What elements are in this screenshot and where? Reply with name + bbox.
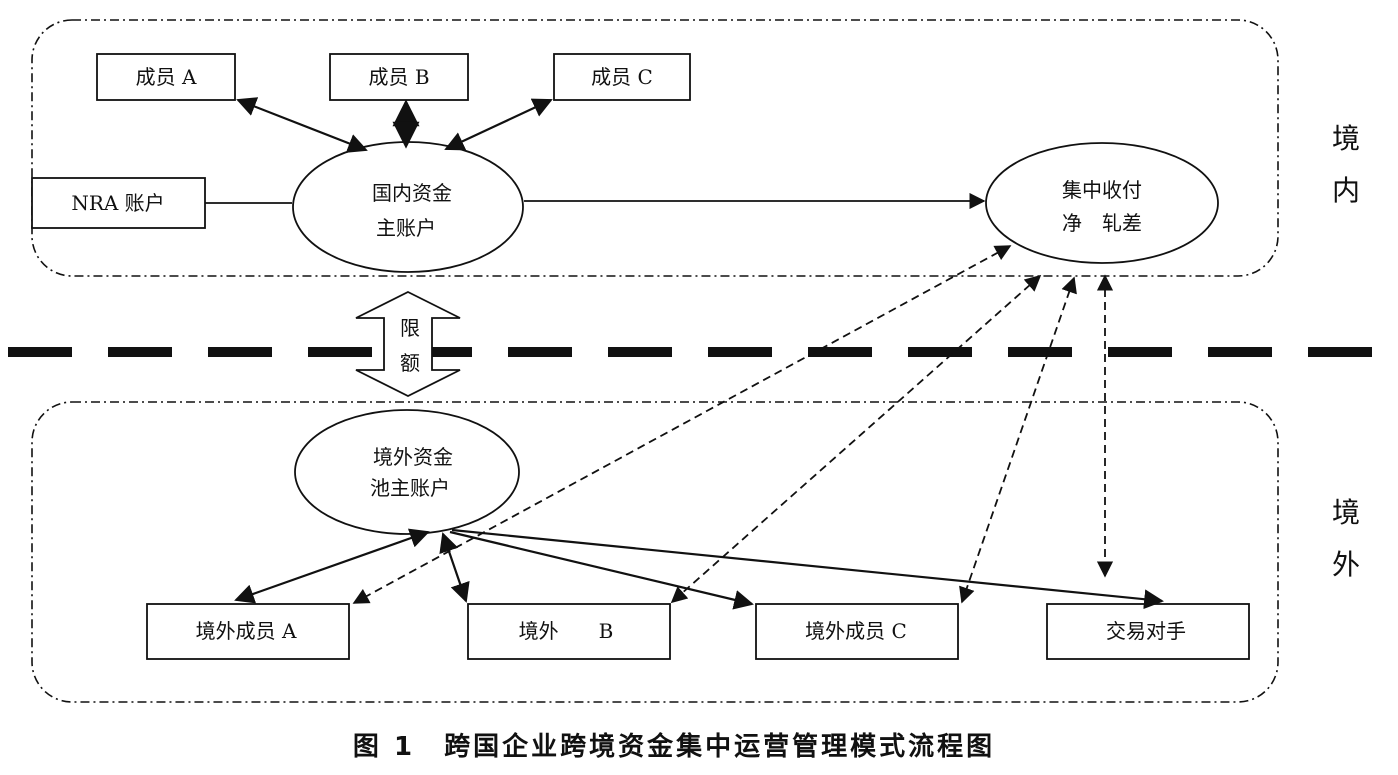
pool-to-counterparty-link	[451, 528, 1164, 610]
member-a-link	[236, 97, 368, 153]
netting-line2: 净 轧差	[1062, 211, 1142, 235]
figure-caption: 图 1 跨国企业跨境资金集中运营管理模式流程图	[353, 731, 995, 762]
domestic-main-account-line1: 国内资金	[372, 181, 452, 205]
domestic-label-bottom: 内	[1332, 174, 1360, 207]
overseas-member-a-box	[146, 603, 350, 660]
netting-ellipse	[985, 142, 1219, 264]
quota-double-arrow	[355, 290, 461, 398]
pool-to-member-a-link	[234, 528, 430, 604]
overseas-member-a-label: 境外成员 A	[196, 619, 297, 643]
domestic-main-account-line2: 主账户	[376, 216, 436, 240]
quota-line2: 额	[400, 351, 420, 375]
netting-line1: 集中收付	[1062, 178, 1142, 202]
domestic-label-top: 境	[1332, 122, 1360, 155]
pool-to-member-c-link	[449, 530, 754, 610]
member-c-label: 成员 C	[591, 65, 653, 89]
counterparty-label: 交易对手	[1106, 619, 1186, 643]
overseas-member-c-label: 境外成员 C	[805, 619, 907, 643]
overseas-pool-ellipse	[294, 409, 520, 535]
overseas-member-b-label: 境外 B	[519, 619, 614, 643]
overseas-pool-line2: 池主账户	[370, 476, 450, 500]
overseas-pool-line1: 境外资金	[373, 445, 453, 469]
overseas-label-top: 境	[1332, 496, 1360, 529]
overseas-member-b-box	[467, 603, 671, 660]
member-b-label: 成员 B	[368, 65, 429, 89]
domestic-region	[31, 19, 1279, 277]
counterparty-box	[1046, 603, 1250, 660]
overseas-member-c-box	[755, 603, 959, 660]
member-c-link	[444, 98, 553, 151]
netting-to-member-b-dashed	[670, 274, 1042, 604]
member-a-label: 成员 A	[136, 65, 197, 89]
overseas-label-bottom: 外	[1332, 548, 1360, 581]
nra-account-box	[31, 177, 206, 229]
member-a-box	[96, 53, 236, 101]
pool-to-member-b-link	[439, 532, 470, 603]
quota-line1: 限	[400, 316, 420, 340]
member-c-box	[553, 53, 691, 101]
nra-account-label: NRA 账户	[71, 191, 164, 215]
netting-to-member-c-dashed	[959, 276, 1077, 604]
domestic-main-account-ellipse	[292, 141, 524, 273]
